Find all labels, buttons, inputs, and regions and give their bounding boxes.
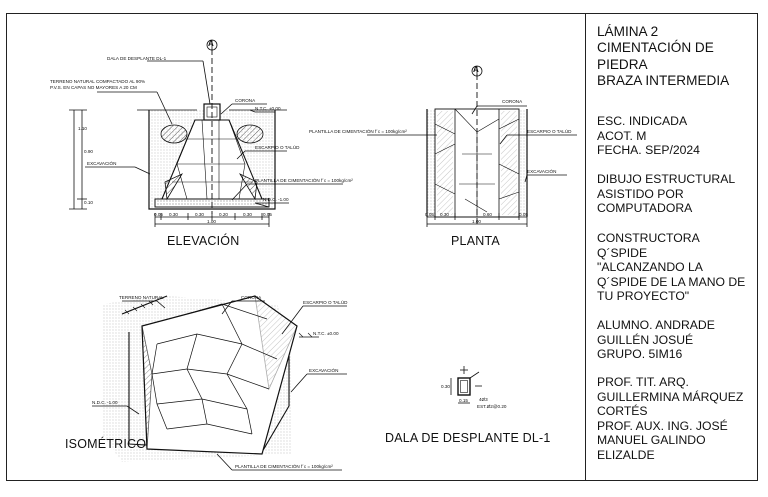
label-escarpio-iso: ESCARPIO O TALÚD xyxy=(303,300,348,305)
view-title-dala: DALA DE DESPLANTE DL-1 xyxy=(385,431,551,445)
student-line: GRUPO. 5IM16 xyxy=(597,347,683,362)
dim-plan-bottom-4: 0.05 xyxy=(519,212,528,217)
label-ntc-elev: N.T.C. ±0.00 xyxy=(255,106,281,111)
label-escarpio-elev: ESCARPIO O TALÚD xyxy=(255,145,300,150)
label-ndc-elev: N.D.C. -1.00 xyxy=(263,197,289,202)
label-escarpio-plan: ESCARPIO O TALÚD xyxy=(527,129,572,134)
dim-elev-bottom-1: 0.05 xyxy=(154,212,163,217)
company-line: Q´SPIDE xyxy=(597,245,648,260)
professor-line: PROF. TIT. ARQ. xyxy=(597,375,689,389)
plan-view xyxy=(367,65,577,227)
student-line: ALUMNO. ANDRADE xyxy=(597,318,715,332)
construction-drawing xyxy=(69,39,577,471)
drawing-sheet: DALA DE DESPLANTE DL-1 TERRENO NATURAL C… xyxy=(6,13,758,481)
label-plantilla-iso: PLANTILLA DE CIMENTACIÓN f´c = 100kg/cm² xyxy=(235,464,333,469)
company-info: CONSTRUCTORA Q´SPIDE "ALCANZANDO LA Q´SP… xyxy=(597,231,755,304)
dim-elev-bottom-5: 0.30 xyxy=(243,212,252,217)
dim-elev-bottom-6: 0.05 xyxy=(263,212,272,217)
label-corona-iso: CORONA xyxy=(241,295,262,300)
professor-line: CORTÉS xyxy=(597,404,648,419)
professor-line: MANUEL GALINDO xyxy=(597,433,706,448)
drawing-area: DALA DE DESPLANTE DL-1 TERRENO NATURAL C… xyxy=(7,14,586,480)
label-dala-bars: 4Ø3 xyxy=(479,397,488,402)
label-plantilla-plan: PLANTILLA DE CIMENTACIÓN f´c = 100kg/cm² xyxy=(309,129,407,134)
dim-elev-vertical-total: 1.10 xyxy=(78,126,87,131)
dim-plan-bottom-3: 0.60 xyxy=(483,212,492,217)
dala-detail xyxy=(450,366,482,404)
dim-dala-width: 0.15 xyxy=(459,398,468,403)
scale-line: ACOT. M xyxy=(597,128,647,143)
label-ndc-iso: N.D.C. -1.00 xyxy=(92,400,118,405)
sheet-title-line: LÁMINA 2 xyxy=(597,24,659,39)
sheet-title: LÁMINA 2 CIMENTACIÓN DE PIEDRA BRAZA INT… xyxy=(597,24,755,90)
view-title-isometrico: ISOMÉTRICO xyxy=(65,437,147,451)
title-block: LÁMINA 2 CIMENTACIÓN DE PIEDRA BRAZA INT… xyxy=(593,14,755,480)
course-line: ASISTIDO POR xyxy=(597,186,684,201)
section-mark-elev: A xyxy=(208,39,214,48)
view-title-elevacion: ELEVACIÓN xyxy=(167,234,240,248)
sheet-title-line: BRAZA INTERMEDIA xyxy=(597,73,730,89)
company-line: Q´SPIDE DE LA MANO DE xyxy=(597,274,746,289)
dim-elev-bottom-2: 0.30 xyxy=(169,212,178,217)
label-ntc-iso: N.T.C. ±0.00 xyxy=(313,331,339,336)
dim-elev-bottom-3: 0.30 xyxy=(195,212,204,217)
dim-elev-vertical-upper: 0.90 xyxy=(84,149,93,154)
professor-info: PROF. TIT. ARQ. GUILLERMINA MÁRQUEZ CORT… xyxy=(597,375,755,463)
label-dala-dl1: DALA DE DESPLANTE DL-1 xyxy=(107,56,167,61)
dim-dala-height: 0.30 xyxy=(441,384,450,389)
company-line: TU PROYECTO" xyxy=(597,289,690,304)
course-line: DIBUJO ESTRUCTURAL xyxy=(597,172,736,186)
professor-line: PROF. AUX. ING. JOSÉ xyxy=(597,418,728,433)
dim-plan-total: 1.00 xyxy=(472,219,481,224)
label-excavacion-plan: EXCAVACIÓN xyxy=(527,169,557,174)
dim-plan-bottom-1: 0.05 xyxy=(425,212,434,217)
dim-elev-bottom-4: 0.20 xyxy=(219,212,228,217)
scale-line: FECHA. SEP/2024 xyxy=(597,143,700,158)
label-plantilla-elev: PLANTILLA DE CIMENTACIÓN f´c = 100kg/cm² xyxy=(255,178,353,183)
dim-elev-vertical-lower: 0.10 xyxy=(84,200,93,205)
isometric-view xyxy=(92,295,347,471)
label-excavacion-iso: EXCAVACIÓN xyxy=(309,368,339,373)
view-title-planta: PLANTA xyxy=(451,234,500,248)
sheet-title-line: PIEDRA xyxy=(597,56,648,72)
professor-line: ELIZALDE xyxy=(597,447,655,462)
elevation-view xyxy=(69,39,343,227)
label-terreno-compactado-2: P.V.S. EN CAPAS NO MAYORES A 20 CM xyxy=(50,85,137,90)
sheet-title-line: CIMENTACIÓN DE xyxy=(597,40,714,56)
scale-info: ESC. INDICADA ACOT. M FECHA. SEP/2024 xyxy=(597,114,755,158)
student-info: ALUMNO. ANDRADE GUILLÉN JOSUÉ GRUPO. 5IM… xyxy=(597,318,755,362)
label-terreno-natural: TERRENO NATURAL xyxy=(119,295,164,300)
label-excavacion-elev: EXCAVACIÓN xyxy=(87,161,117,166)
label-dala-stirrups: EST.Ø2@0.20 xyxy=(477,404,507,409)
label-terreno-compactado-1: TERRENO NATURAL COMPACTADO AL 90% xyxy=(50,79,146,84)
scale-line: ESC. INDICADA xyxy=(597,114,688,128)
student-line: GUILLÉN JOSUÉ xyxy=(597,332,694,347)
professor-line: GUILLERMINA MÁRQUEZ xyxy=(597,389,744,404)
course-info: DIBUJO ESTRUCTURAL ASISTIDO POR COMPUTAD… xyxy=(597,172,755,216)
dim-elev-total: 1.00 xyxy=(207,219,216,224)
company-line: "ALCANZANDO LA xyxy=(597,260,703,275)
section-mark-plan: A xyxy=(473,65,479,74)
dim-plan-bottom-2: 0.30 xyxy=(440,212,449,217)
company-line: CONSTRUCTORA xyxy=(597,231,700,245)
label-corona-plan: CORONA xyxy=(502,99,523,104)
label-corona-elev: CORONA xyxy=(235,98,256,103)
course-line: COMPUTADORA xyxy=(597,201,693,216)
